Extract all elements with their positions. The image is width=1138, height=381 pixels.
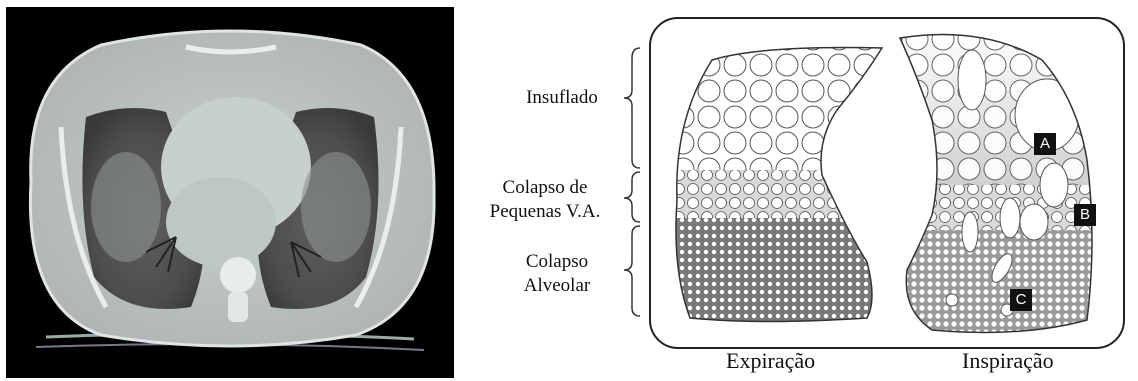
lung-diagram: A B C Insuflado Colapso de Pequenas V.A.… [462,0,1138,381]
marker-a-label: A [1034,133,1056,155]
caption-expiracao: Expiração [726,348,815,374]
marker-c-label: C [1010,289,1032,311]
zone-label-colapso-alveolar-line2: Alveolar [492,274,622,298]
zone-label-insuflado: Insuflado [502,86,622,110]
caption-inspiracao: Inspiração [962,348,1054,374]
ct-scan-graphic [6,7,454,378]
marker-b-label: B [1074,204,1096,226]
zone-label-colapso-alveolar-line1: Colapso [492,250,622,274]
zone-label-colapso-pequenas-line1: Colapso de [464,176,626,200]
zone-braces [624,48,640,316]
zone-label-colapso-pequenas-line2: Pequenas V.A. [464,200,626,224]
ct-scan-image [6,7,454,378]
